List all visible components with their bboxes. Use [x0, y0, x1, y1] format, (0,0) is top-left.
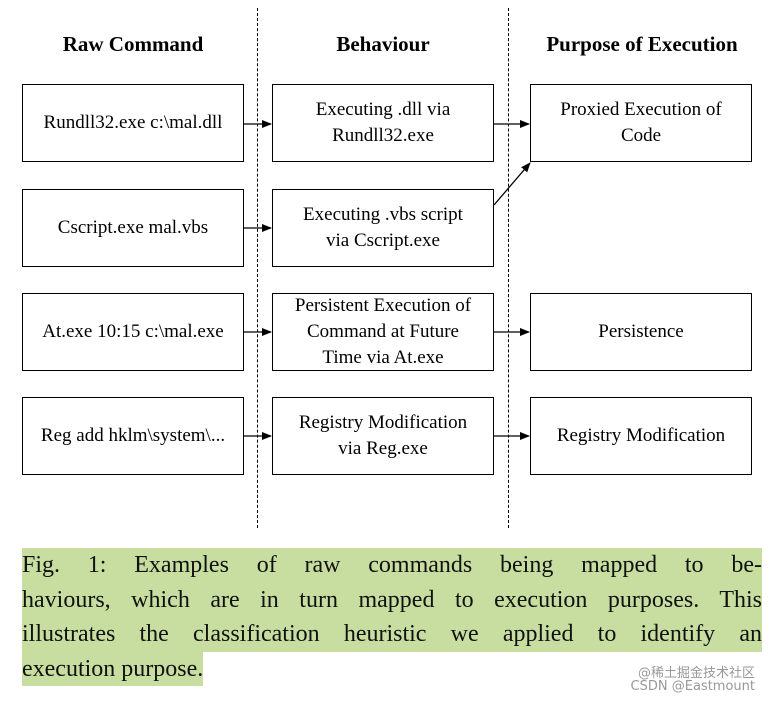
raw-command-text: Reg add hklm\system\...	[40, 425, 226, 446]
behaviour-text-line: Registry Modification	[298, 412, 468, 433]
behaviour-text-line: Command at Future	[307, 321, 459, 342]
arrow-behaviour-to-purpose	[493, 162, 531, 206]
caption-line-text: illustrates the classification heuristic…	[22, 617, 762, 652]
behaviour-box: Persistent Execution of Command at Futur…	[272, 293, 494, 371]
behaviour-text-line: via Reg.exe	[338, 438, 428, 459]
header-purpose: Purpose of Execution	[546, 32, 738, 56]
raw-command-text: Rundll32.exe c:\mal.dll	[43, 112, 223, 133]
raw-command-box: Reg add hklm\system\...	[22, 397, 244, 475]
behaviour-text-line: Persistent Execution of	[294, 295, 472, 316]
caption-line: haviours, which are in turn mapped to ex…	[22, 582, 762, 617]
column-divider-right	[508, 8, 509, 528]
header-behaviour: Behaviour	[336, 32, 430, 56]
caption-line: Fig. 1: Examples of raw commands being m…	[22, 548, 762, 583]
raw-command-box: Rundll32.exe c:\mal.dll	[22, 84, 244, 162]
purpose-text-line: Code	[620, 125, 662, 146]
column-divider-left	[257, 8, 258, 528]
behaviour-text-line: Executing .dll via	[315, 99, 451, 120]
behaviour-box: Registry Modification via Reg.exe	[272, 397, 494, 475]
watermark-csdn: CSDN @Eastmount	[630, 679, 755, 694]
behaviour-text-line: via Cscript.exe	[326, 230, 440, 251]
raw-command-text: At.exe 10:15 c:\mal.exe	[42, 321, 224, 342]
purpose-box: Persistence	[530, 293, 752, 371]
raw-command-box: Cscript.exe mal.vbs	[22, 189, 244, 267]
purpose-box: Proxied Execution of Code	[530, 84, 752, 162]
behaviour-text-line: Rundll32.exe	[332, 125, 434, 146]
raw-command-box: At.exe 10:15 c:\mal.exe	[22, 293, 244, 371]
behaviour-box: Executing .dll via Rundll32.exe	[272, 84, 494, 162]
behaviour-text-line: Time via At.exe	[322, 347, 444, 368]
purpose-text-line: Proxied Execution of	[560, 99, 722, 120]
caption-line: execution purpose.	[22, 651, 762, 686]
watermark-juejin: @稀土掘金技术社区	[637, 666, 755, 681]
caption-line-text: Fig. 1: Examples of raw commands being m…	[22, 548, 762, 583]
caption-line-text: execution purpose.	[22, 651, 204, 686]
header-raw-command: Raw Command	[62, 32, 204, 56]
figure-caption: Fig. 1: Examples of raw commands being m…	[22, 548, 762, 686]
purpose-box: Registry Modification	[530, 397, 752, 475]
raw-command-text: Cscript.exe mal.vbs	[57, 217, 209, 238]
behaviour-text-line: Executing .vbs script	[303, 204, 463, 225]
caption-line-text: haviours, which are in turn mapped to ex…	[22, 582, 762, 617]
purpose-text-line: Registry Modification	[556, 425, 726, 446]
connector-arrows	[244, 120, 531, 440]
behaviour-box: Executing .vbs script via Cscript.exe	[272, 189, 494, 267]
purpose-text-line: Persistence	[598, 321, 684, 342]
caption-line: illustrates the classification heuristic…	[22, 617, 762, 652]
